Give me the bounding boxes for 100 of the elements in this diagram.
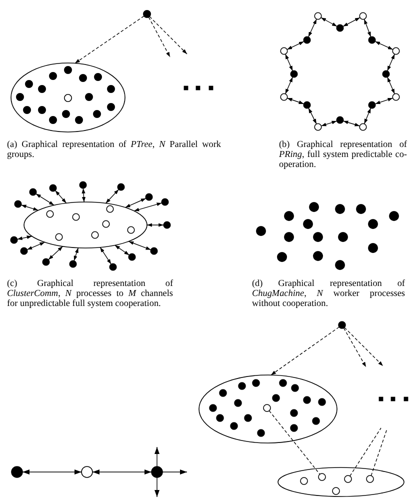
figure-caption: (c) Graphical representation of ClusterComm, N processes to M channels for unpredictable full system cooperation. bbox=[7, 278, 173, 308]
filled-dot bbox=[252, 379, 260, 387]
filled-dot bbox=[23, 106, 31, 114]
filled-dot bbox=[93, 110, 101, 118]
figure-caption: (a) Graphical representation of PTree, N Parallel work groups. bbox=[7, 139, 221, 159]
filled-dot bbox=[25, 80, 33, 88]
filled-dot bbox=[42, 258, 50, 266]
filled-dot bbox=[75, 116, 83, 124]
double-arrow bbox=[286, 41, 304, 50]
double-arrow bbox=[134, 202, 162, 212]
filled-dot bbox=[219, 389, 227, 397]
filled-dot bbox=[303, 396, 311, 404]
filled-dot bbox=[335, 204, 345, 214]
double-arrow bbox=[22, 469, 82, 475]
dashed-arrow bbox=[270, 326, 340, 376]
double-arrow bbox=[74, 248, 79, 262]
filled-dot bbox=[356, 204, 366, 214]
filled-dot bbox=[10, 236, 18, 244]
double-arrow bbox=[387, 76, 395, 94]
filled-dot bbox=[109, 263, 117, 271]
filled-dot bbox=[79, 181, 87, 189]
filled-dot bbox=[309, 202, 319, 212]
hollow-dot bbox=[314, 12, 322, 20]
filled-dot bbox=[64, 66, 72, 74]
filled-dot bbox=[11, 466, 23, 478]
filled-dot bbox=[382, 70, 390, 78]
filled-dot bbox=[313, 232, 323, 242]
filled-dot bbox=[151, 466, 163, 478]
filled-dot bbox=[143, 10, 151, 18]
filled-dot bbox=[389, 211, 399, 221]
filled-dot bbox=[290, 70, 298, 78]
filled-dot bbox=[257, 429, 265, 437]
hollow-dot bbox=[106, 205, 114, 213]
hollow-dot bbox=[280, 47, 288, 55]
hollow-dot bbox=[392, 93, 400, 101]
double-arrow bbox=[146, 223, 164, 227]
hollow-dot bbox=[55, 233, 63, 241]
dashed-line bbox=[350, 428, 382, 476]
figure-caption: (b) Graphical representation of PRing, full system predictable co-operation. bbox=[279, 139, 407, 169]
filled-dot bbox=[38, 106, 46, 114]
hollow-dot bbox=[280, 93, 288, 101]
filled-dot bbox=[16, 93, 24, 101]
double-arrow bbox=[308, 18, 317, 38]
dashed-arrow bbox=[148, 16, 170, 58]
filled-dot bbox=[209, 404, 217, 412]
hollow-dot bbox=[314, 123, 322, 131]
filled-dot bbox=[234, 399, 242, 407]
filled-dot bbox=[49, 116, 57, 124]
double-arrow bbox=[342, 120, 360, 126]
hollow-dot bbox=[300, 477, 308, 485]
filled-dot bbox=[303, 101, 311, 109]
filled-dot bbox=[338, 232, 348, 242]
arrow bbox=[154, 446, 160, 467]
hollow-dot bbox=[263, 404, 271, 412]
double-arrow bbox=[342, 17, 360, 27]
filled-dot bbox=[20, 247, 28, 255]
double-arrow bbox=[308, 108, 317, 124]
filled-dot bbox=[145, 193, 153, 201]
double-arrow bbox=[128, 241, 152, 250]
filled-dot bbox=[290, 409, 298, 417]
filled-dot bbox=[336, 116, 344, 124]
hollow-dot bbox=[344, 475, 352, 483]
double-arrow bbox=[36, 193, 54, 206]
group-ellipse bbox=[198, 374, 338, 444]
filled-dot bbox=[272, 394, 280, 402]
filled-dot bbox=[318, 398, 326, 406]
arrow bbox=[154, 477, 160, 498]
figure-caption: (d) Graphical representation of ChugMachine, N worker processes without cooperation. bbox=[252, 278, 405, 308]
double-arrow bbox=[54, 190, 67, 204]
filled-dot bbox=[256, 226, 266, 236]
double-arrow bbox=[320, 120, 338, 126]
filled-dot bbox=[291, 384, 299, 392]
filled-dot bbox=[284, 211, 294, 221]
filled-dot bbox=[368, 36, 376, 44]
hollow-dot bbox=[64, 94, 72, 102]
filled-dot bbox=[336, 24, 344, 32]
dashed-line bbox=[268, 410, 320, 475]
filled-dot bbox=[161, 198, 169, 206]
hollow-dot bbox=[392, 47, 400, 55]
dashed-line bbox=[370, 428, 388, 476]
hollow-dot bbox=[46, 210, 54, 218]
double-arrow bbox=[16, 236, 32, 240]
filled-dot bbox=[128, 253, 136, 261]
filled-dot bbox=[313, 251, 323, 261]
hollow-dot bbox=[318, 473, 326, 481]
filled-dot bbox=[107, 103, 115, 111]
double-arrow bbox=[48, 246, 64, 260]
double-arrow bbox=[374, 41, 394, 50]
group-ellipse bbox=[10, 62, 126, 132]
filled-dot bbox=[79, 74, 87, 82]
double-arrow bbox=[20, 204, 39, 211]
hollow-dot bbox=[91, 231, 99, 239]
filled-dot bbox=[107, 85, 115, 93]
filled-dot bbox=[368, 219, 378, 229]
double-arrow bbox=[285, 54, 293, 72]
dashed-arrow bbox=[149, 16, 188, 54]
arrow bbox=[162, 469, 188, 475]
filled-dot bbox=[62, 110, 70, 118]
filled-dot bbox=[163, 221, 171, 229]
double-arrow bbox=[285, 76, 293, 94]
